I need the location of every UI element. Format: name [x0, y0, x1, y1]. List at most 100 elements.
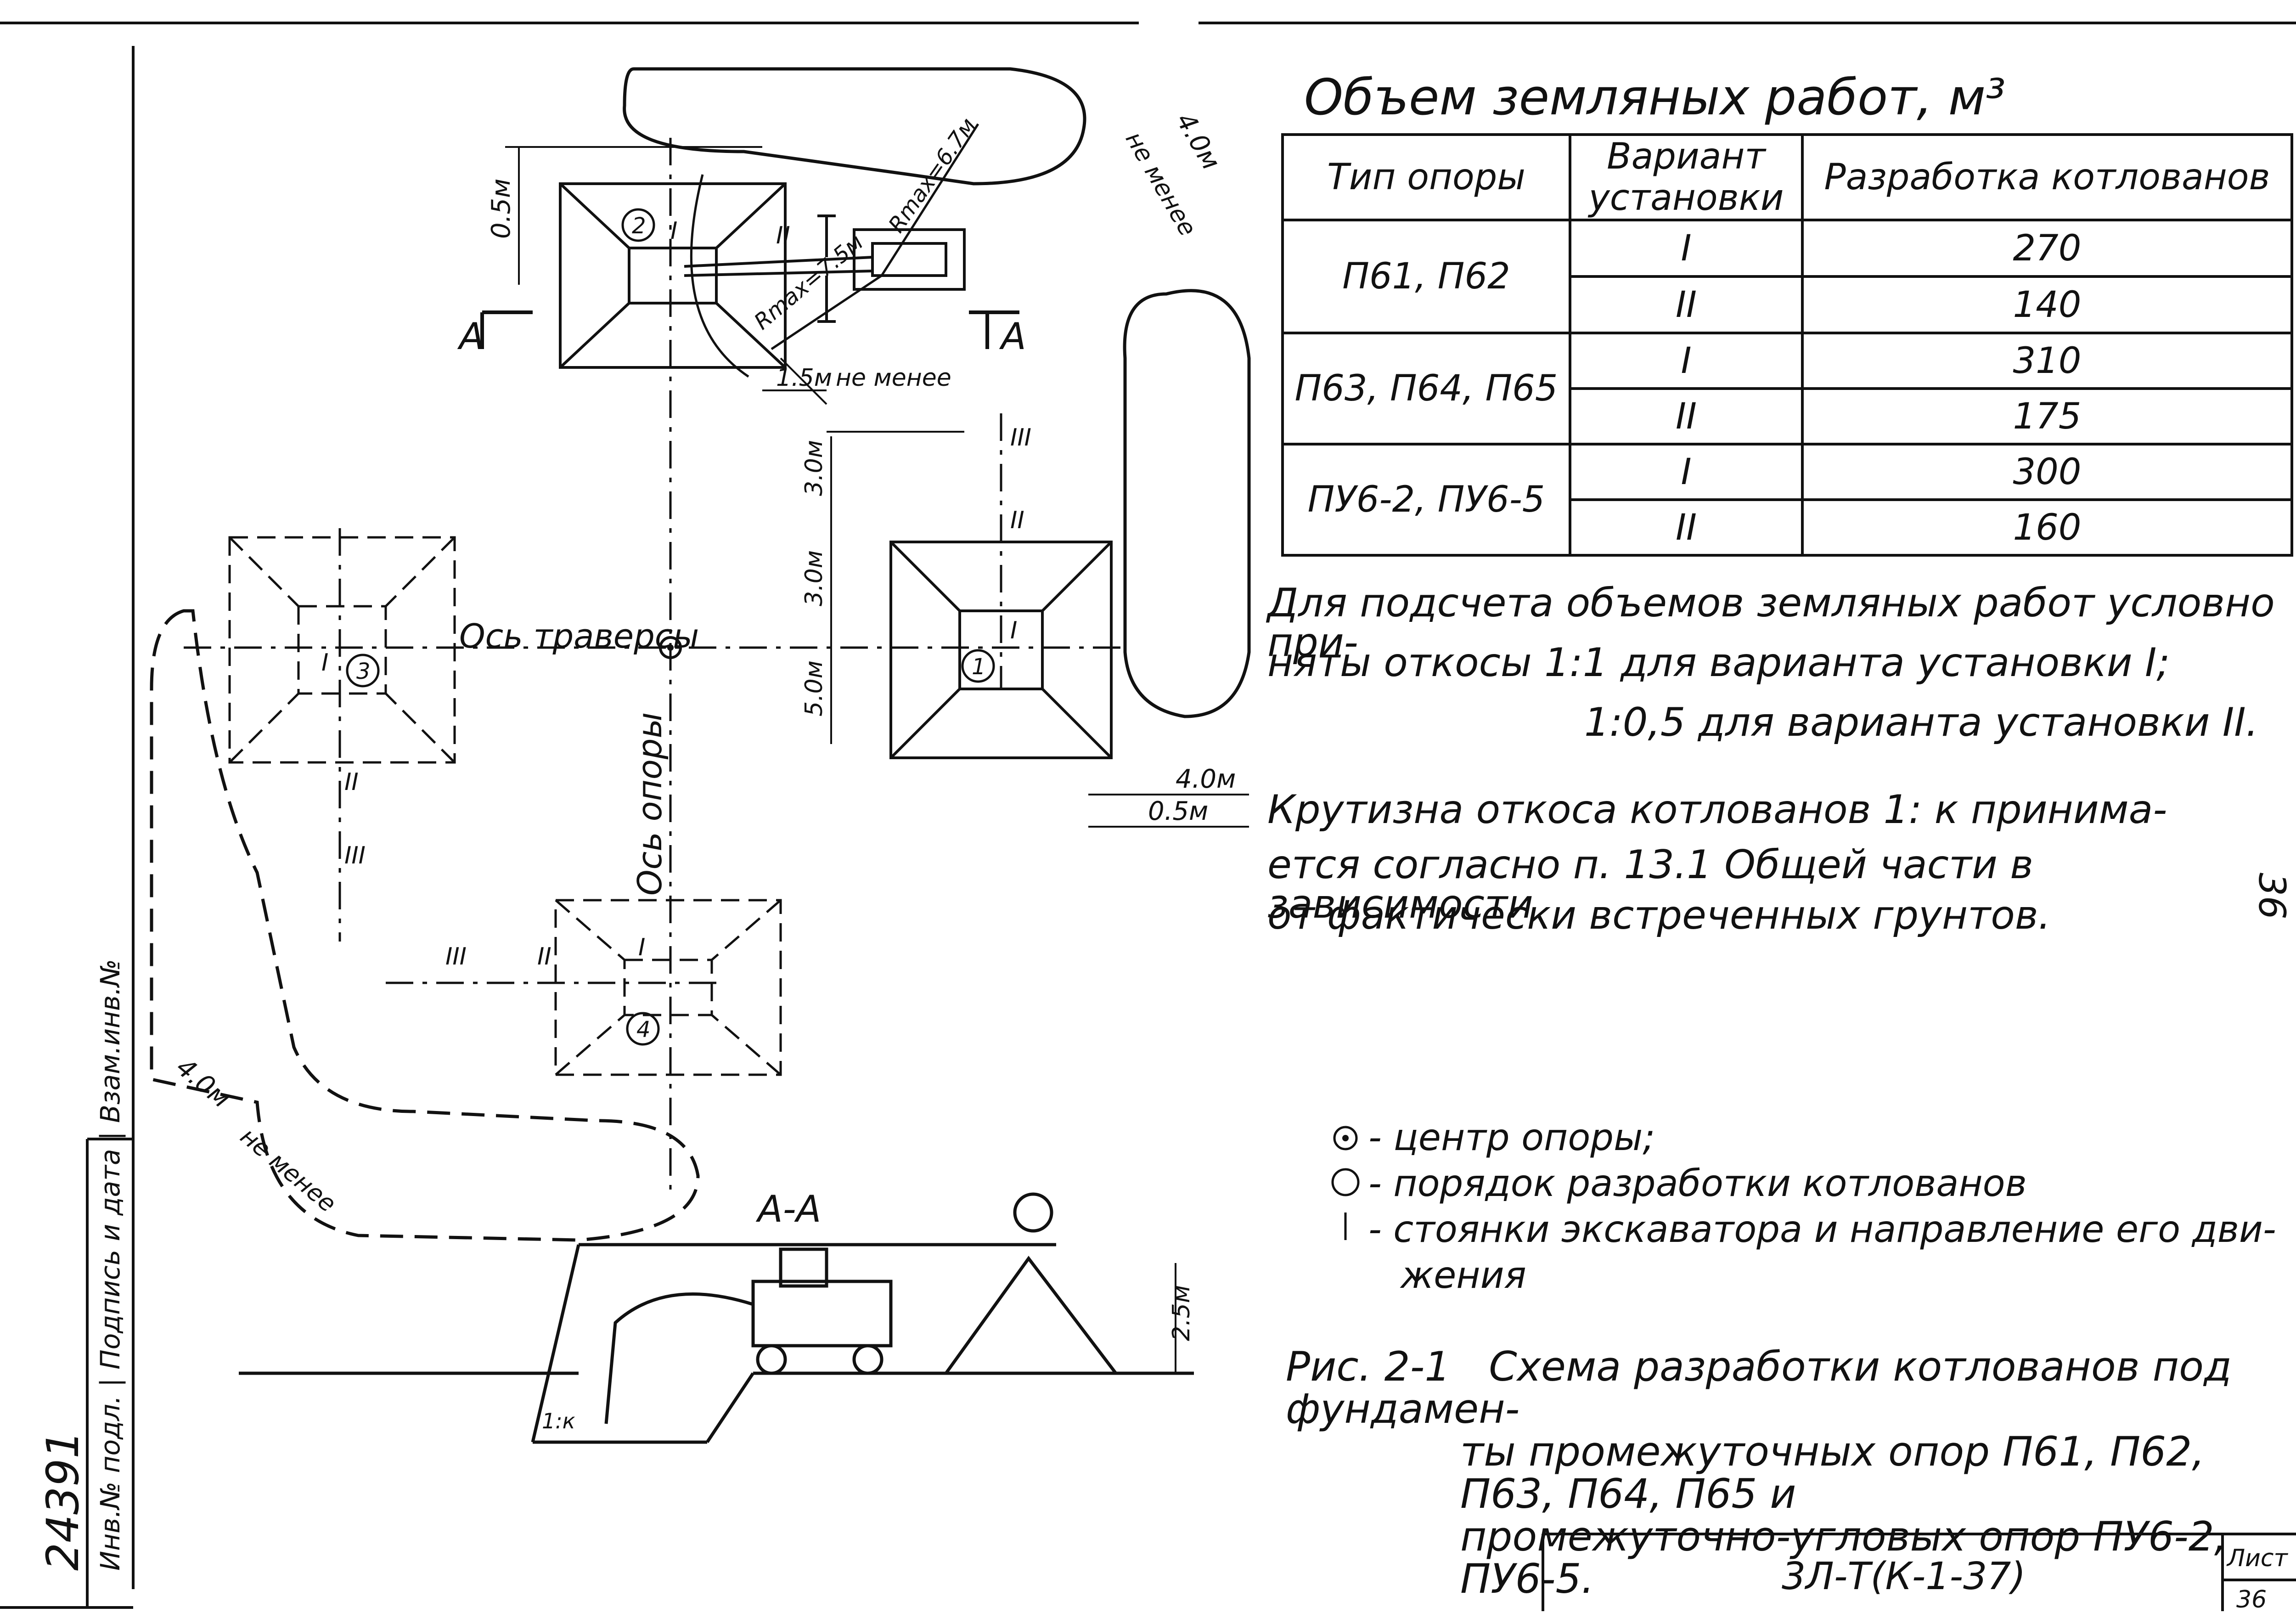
section-aa	[239, 1192, 1194, 1444]
cell-variant: II	[1569, 498, 1804, 557]
rmax-7-5: Rmax=7.5м	[749, 229, 868, 335]
table-row: II 175	[1283, 387, 2293, 446]
slopes-note-line1: Для подсчета объемов земляных работ усло…	[1267, 580, 2275, 666]
caption-text-1: Схема разработки котлованов под фундамен…	[1286, 1343, 2232, 1433]
cell-type: ПУ6-2, ПУ6-5	[1281, 443, 1571, 557]
steep-note-line3: от фактически встреченных грунтов.	[1267, 892, 2051, 938]
cell-volume: 160	[1801, 498, 2293, 557]
sheet-frame	[0, 22, 2296, 1611]
roman-I-right: I	[1010, 617, 1017, 644]
legend-order: - порядок разработки котлованов	[1368, 1162, 2027, 1205]
cell-variant: II	[1569, 387, 1804, 446]
pit-order-4-icon	[626, 1012, 660, 1046]
legend-center-dot	[1342, 1135, 1349, 1141]
cell-variant: II	[1569, 275, 1804, 334]
table-row: П63, П64, П65 I 310	[1281, 332, 2293, 446]
pit-order-1: 1	[972, 654, 986, 680]
steep-note-line2: ется согласно п. 13.1 Общей части в зави…	[1267, 842, 2033, 927]
cell-volume: 175	[1801, 387, 2293, 446]
radius-arcs	[690, 123, 979, 378]
roman-II-bottom: II	[537, 943, 551, 970]
pit-order-2: 2	[632, 213, 646, 239]
legend-stand-cont: жения	[1401, 1254, 1526, 1297]
cell-volume: 310	[1801, 332, 2293, 390]
table-row: II 140	[1283, 275, 2293, 334]
dim-4-0m-right: 4.0м	[1176, 764, 1236, 794]
slopes-note-line2: няты откосы 1:1 для варианта установки I…	[1267, 640, 2170, 686]
figure-caption: Рис. 2-1 Схема разработки котлованов под…	[1286, 1343, 2296, 1602]
cell-volume: 270	[1801, 219, 2293, 278]
roman-III-right: III	[1010, 424, 1031, 451]
caption-line2: ты промежуточных опор П61, П62, П63, П64…	[1460, 1427, 2205, 1518]
pit-2	[559, 182, 787, 369]
cell-variant: I	[1569, 332, 1804, 390]
sheet-number: 36	[2236, 1586, 2267, 1611]
table-row: ПУ6-2, ПУ6-5 I 300	[1281, 443, 2293, 557]
sheet-label: Лист	[2226, 1545, 2288, 1572]
dim-3-0m-b: 3.0м	[800, 550, 828, 606]
header-variant: Вариант установки	[1569, 133, 1804, 221]
axes	[184, 138, 1120, 1194]
legend-center-icon	[1333, 1126, 1358, 1151]
cell-variant: I	[1569, 443, 1804, 501]
spoil-heaps	[150, 67, 1251, 1242]
side-stamp-fields: Инв.№ подл. | Подпись и дата | Взам.инв.…	[95, 959, 126, 1571]
excavator-plan	[684, 214, 966, 323]
pit-3	[228, 536, 456, 764]
slopes-note-line3: 1:0,5 для варианта установки II.	[1584, 699, 2258, 745]
section-marks	[480, 310, 1019, 349]
slope-1k: 1:к	[542, 1409, 575, 1433]
roman-I-left: I	[321, 649, 328, 677]
cell-volume: 140	[1801, 275, 2293, 334]
section-title: А-А	[755, 1188, 821, 1230]
roman-I-bottom: I	[638, 934, 645, 961]
support-center-dot	[667, 644, 674, 651]
roman-II-right: II	[1010, 507, 1024, 534]
caption-line1: Рис. 2-1 Схема разработки котлованов под…	[1286, 1343, 2296, 1433]
dim-0-5m-right: 0.5м	[1148, 796, 1208, 826]
pit-order-2-icon	[621, 208, 655, 242]
dim-1-5m: 1.5м	[776, 364, 832, 392]
dim-5-0m: 5.0м	[800, 660, 828, 716]
pit-4	[554, 899, 782, 1076]
cell-type: П63, П64, П65	[1281, 332, 1571, 446]
dim-4-0m-top: 4.0м	[1170, 108, 1226, 175]
cell-volume: 300	[1801, 443, 2293, 501]
legend-order-icon	[1331, 1168, 1360, 1196]
table-row: П61, П62 I 270	[1281, 219, 2293, 334]
support-center-icon	[659, 636, 682, 659]
table-row: II 160	[1283, 498, 2293, 557]
caption-label: Рис. 2-1	[1286, 1343, 1451, 1390]
section-mark-left: А	[457, 315, 484, 358]
side-stamp-inv-number: 24391	[37, 1431, 89, 1571]
legend-center: - центр опоры;	[1368, 1116, 1655, 1159]
roman-III-bottom: III	[445, 943, 467, 970]
axis-traverse-label: Ось траверсы	[459, 617, 699, 655]
cell-type: П61, П62	[1281, 219, 1571, 334]
legend-stand: - стоянки экскаватора и направление его …	[1368, 1208, 2276, 1251]
roman-II-left: II	[344, 768, 359, 796]
doc-number: 3Л-Т(К-1-37)	[1782, 1555, 2026, 1598]
page-number: 36	[2251, 873, 2293, 919]
dim-2-5m: 2.5м	[1168, 1285, 1195, 1341]
caption-line3: промежуточно-угловых опор ПУ6-2, ПУ6-5.	[1460, 1512, 2227, 1602]
roman-II-top: II	[776, 222, 790, 249]
header-volume: Разработка котлованов	[1801, 133, 2293, 221]
dim-4-0m-left: 4.0м	[170, 1052, 236, 1114]
roman-I-top: I	[670, 217, 677, 245]
section-mark-right: А	[999, 315, 1026, 358]
cell-variant: I	[1569, 219, 1804, 278]
dim-0-5m-top: 0.5м	[486, 179, 516, 239]
pit-order-3-icon	[346, 654, 380, 688]
roman-III-left: III	[344, 842, 366, 869]
dimension-lines	[505, 146, 1249, 1373]
table-title: Объем земляных работ, м³	[1304, 69, 2006, 126]
pit-order-3: 3	[356, 659, 371, 684]
header-type: Тип опоры	[1281, 133, 1571, 221]
axis-support-label: Ось опоры	[630, 712, 669, 896]
rmax-6-7: Rmax=6.7м	[884, 113, 981, 237]
pit-order-4: 4	[636, 1017, 651, 1043]
steep-note-line1: Крутизна откоса котлованов 1: к принима-	[1267, 787, 2167, 833]
